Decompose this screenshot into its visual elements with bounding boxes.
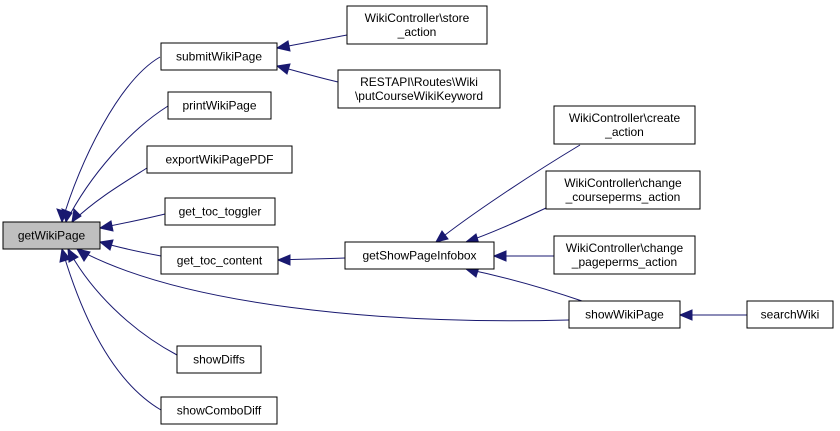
arrowhead-icon [59,247,71,263]
edge-line [465,207,547,243]
node-showcombodiff[interactable]: showComboDiff [160,396,278,425]
edge-printwikipage-to-getwikipage [61,105,169,224]
node-box [344,241,495,270]
edge-changecoursepermsaction-to-getshowpageinfobox [464,207,547,245]
edges-layer [56,34,747,411]
node-changecoursepermsaction[interactable]: WikiController\change_courseperms_action [545,170,701,210]
edge-line [71,167,148,223]
edge-changepagepermsaction-to-getshowpageinfobox [492,250,555,262]
edge-searchwiki-to-showwikipage [678,309,747,321]
node-label: WikiController\store [365,11,470,25]
node-box [160,396,278,425]
arrowhead-icon [275,63,291,75]
node-box [553,105,696,145]
arrowhead-icon [75,248,91,262]
node-label: _pageperms_action [571,255,677,269]
arrowhead-icon [435,230,449,243]
edge-line [435,144,581,243]
node-printwikipage[interactable]: printWikiPage [167,91,272,120]
edge-line [67,248,178,356]
node-label: \putCourseWikiKeyword [355,89,483,103]
node-createaction[interactable]: WikiController\create_action [553,105,696,145]
edge-line [76,248,570,322]
node-label: WikiController\create [569,111,681,125]
edge-createaction-to-getshowpageinfobox [435,144,581,243]
edge-line [61,248,162,411]
edge-line [61,56,161,223]
node-label: showComboDiff [177,404,262,418]
node-label: showWikiPage [585,308,664,322]
node-get-toc-toggler[interactable]: get_toc_toggler [164,197,276,226]
edge-showcombodiff-to-getwikipage [59,247,162,411]
node-putcoursewikikeyword[interactable]: RESTAPI\Routes\Wiki\putCourseWikiKeyword [337,69,501,109]
node-showwikipage[interactable]: showWikiPage [568,300,681,329]
edge-getshowpageinfobox-to-get-toc-content [276,254,346,266]
edge-submitwikipage-to-getwikipage [56,56,161,224]
node-label: printWikiPage [182,99,256,113]
node-box [337,69,501,109]
node-label: submitWikiPage [176,50,262,64]
node-label: getShowPageInfobox [362,249,476,263]
arrowhead-icon [275,40,291,52]
node-showdiffs[interactable]: showDiffs [176,345,262,374]
node-box [146,145,293,174]
node-getwikipage[interactable]: getWikiPage [2,221,101,250]
nodes-layer: getWikiPage submitWikiPage printWikiPage ex… [2,5,834,425]
edge-get-toc-content-to-getwikipage [98,239,162,257]
edge-putcoursewikikeyword-to-submitwikipage [275,63,339,83]
arrowhead-icon [67,247,79,263]
arrowhead-icon [98,239,114,251]
node-box [176,345,262,374]
arrowhead-icon [276,254,291,266]
node-label: _action [397,25,437,39]
node-label: WikiController\change [564,176,682,190]
node-box [545,170,701,210]
node-searchwiki[interactable]: searchWiki [746,300,834,329]
node-box [346,5,488,45]
edge-storeaction-to-submitwikipage [275,34,348,52]
node-box [160,246,279,275]
node-box [164,197,276,226]
arrowhead-icon [71,207,82,224]
node-label: WikiController\change [566,241,684,255]
node-label: showDiffs [193,353,245,367]
node-label: get_toc_content [177,254,263,268]
node-label: _action [604,125,644,139]
node-box [2,221,101,250]
arrowhead-icon [678,309,693,321]
node-label: getWikiPage [18,229,86,243]
node-changepagepermsaction[interactable]: WikiController\change_pageperms_action [553,235,696,275]
node-label: exportWikiPagePDF [165,153,273,167]
node-label: RESTAPI\Routes\Wiki [360,75,478,89]
node-label: get_toc_toggler [179,205,262,219]
edge-line [465,268,583,302]
node-box [568,300,681,329]
edge-get-toc-toggler-to-getwikipage [98,213,166,232]
node-box [160,42,278,71]
node-get-toc-content[interactable]: get_toc_content [160,246,279,275]
node-label: searchWiki [761,308,820,322]
node-submitwikipage[interactable]: submitWikiPage [160,42,278,71]
edge-showdiffs-to-getwikipage [67,247,178,356]
node-box [553,235,696,275]
node-getshowpageinfobox[interactable]: getShowPageInfobox [344,241,495,270]
node-label: _courseperms_action [565,190,681,204]
edge-showwikipage-to-getwikipage [75,248,570,322]
arrowhead-icon [492,250,507,262]
node-storeaction[interactable]: WikiController\store_action [346,5,488,45]
node-box [167,91,272,120]
edge-line [65,105,169,223]
node-exportwikipagepdf[interactable]: exportWikiPagePDF [146,145,293,174]
node-box [746,300,834,329]
edge-exportwikipagepdf-to-getwikipage [71,167,148,224]
arrowhead-icon [98,220,114,232]
arrowhead-icon [61,208,73,224]
